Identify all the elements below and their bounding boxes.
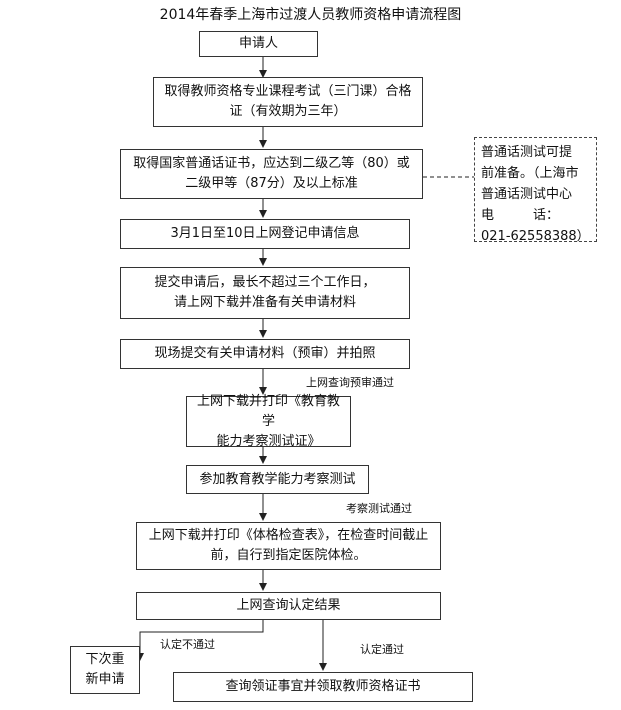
mandarin-note: 普通话测试可提 前准备。（上海市 普通话测试中心 电 话： 021-625583… <box>474 137 597 244</box>
step-ability-test: 参加教育教学能力考察测试 <box>186 465 369 494</box>
step-label: 上网查询认定结果 <box>236 598 341 613</box>
step-label: 查询领证事宜并领取教师资格证书 <box>225 679 421 694</box>
step-label: 现场提交有关申请材料（预审）并拍照 <box>154 346 376 361</box>
step-health-check: 上网下载并打印《体格检查表》，在检查时间截止 前，自行到指定医院体检。 <box>136 522 441 570</box>
step-reapply: 下次重 新申请 <box>70 646 140 694</box>
step-applicant: 申请人 <box>199 31 318 57</box>
diagram-title: 2014年春季上海市过渡人员教师资格申请流程图 <box>159 7 462 23</box>
step-submit-materials: 现场提交有关申请材料（预审）并拍照 <box>120 339 410 369</box>
step-label: 取得国家普通话证书，应达到二级乙等（80）或 二级甲等（87分）及以上标准 <box>133 156 410 191</box>
note-text: 普通话测试可提 前准备。（上海市 普通话测试中心 电 话： 021-625583… <box>481 145 590 244</box>
arrow-fail <box>136 620 264 661</box>
label-pass: 认定通过 <box>360 643 404 656</box>
step-label: 提交申请后，最长不超过三个工作日， 请上网下载并准备有关申请材料 <box>154 275 376 310</box>
step-label: 申请人 <box>238 36 278 51</box>
step-label: 3月1日至10日上网登记申请信息 <box>170 226 360 241</box>
step-collect-certificate: 查询领证事宜并领取教师资格证书 <box>173 672 473 702</box>
step-label: 取得教师资格专业课程考试（三门课）合格 证（有效期为三年） <box>164 84 412 119</box>
step-label: 下次重 新申请 <box>85 652 125 687</box>
step-print-test-admission: 上网下载并打印《教育教学 能力考察测试证》 <box>186 394 351 449</box>
step-label: 上网下载并打印《教育教学 能力考察测试证》 <box>196 393 340 449</box>
step-download-materials: 提交申请后，最长不超过三个工作日， 请上网下载并准备有关申请材料 <box>120 267 410 319</box>
step-mandarin-certificate: 取得国家普通话证书，应达到二级乙等（80）或 二级甲等（87分）及以上标准 <box>120 149 423 199</box>
step-query-result: 上网查询认定结果 <box>136 592 441 620</box>
step-online-registration: 3月1日至10日上网登记申请信息 <box>120 219 410 249</box>
label-test-pass: 考察测试通过 <box>346 502 412 515</box>
step-course-exam: 取得教师资格专业课程考试（三门课）合格 证（有效期为三年） <box>153 77 423 127</box>
step-label: 参加教育教学能力考察测试 <box>199 471 356 487</box>
label-prereview-pass: 上网查询预审通过 <box>306 376 394 389</box>
label-fail: 认定不通过 <box>160 638 215 651</box>
step-label: 上网下载并打印《体格检查表》，在检查时间截止 前，自行到指定医院体检。 <box>148 528 429 563</box>
